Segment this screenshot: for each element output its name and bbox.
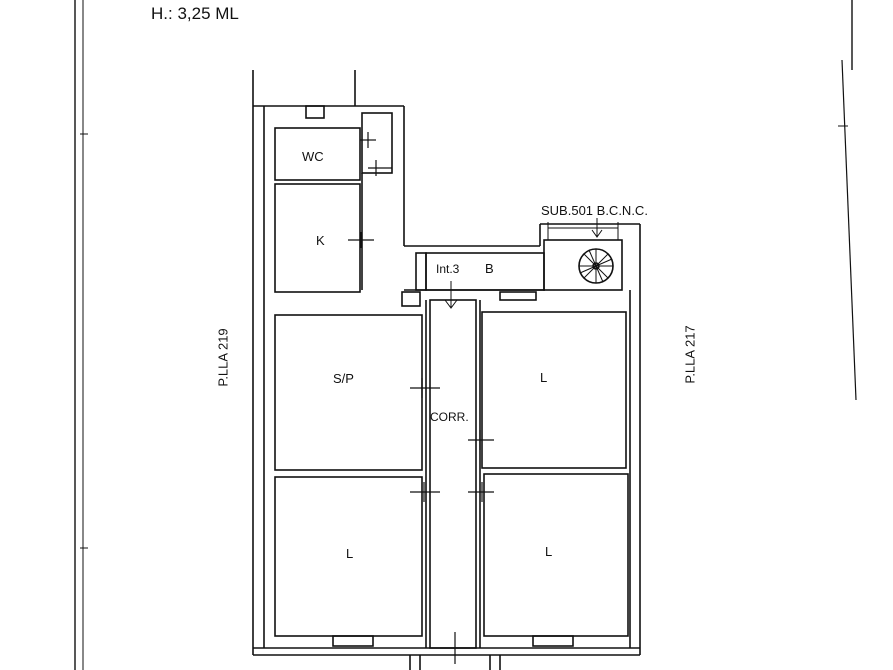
room-sp	[274, 314, 423, 471]
kitchen-label: K	[316, 233, 325, 248]
height-label: H.: 3,25 ML	[151, 4, 239, 23]
stair-area	[543, 239, 623, 291]
room-lower-left-label: L	[346, 546, 354, 561]
corridor-label: CORR.	[430, 410, 469, 424]
room-lower-right	[483, 473, 629, 637]
room-wc	[274, 127, 361, 181]
stair-sub-label: SUB.501 B.C.N.C.	[541, 203, 648, 218]
neighbor-right-label: P.LLA 217	[682, 325, 698, 384]
int-label: Int.3	[436, 262, 460, 276]
room-upper-right	[481, 311, 627, 469]
room-corridor	[429, 299, 477, 649]
frame-right-line-2	[841, 59, 857, 401]
balcony-label: B	[485, 261, 494, 276]
room-upper-right-label: L	[540, 370, 548, 385]
room-lower-right-label: L	[545, 544, 553, 559]
wc-label: WC	[302, 149, 324, 164]
sp-label: S/P	[333, 371, 354, 386]
neighbor-left-label: P.LLA 219	[215, 328, 231, 387]
room-kitchen	[274, 183, 361, 293]
